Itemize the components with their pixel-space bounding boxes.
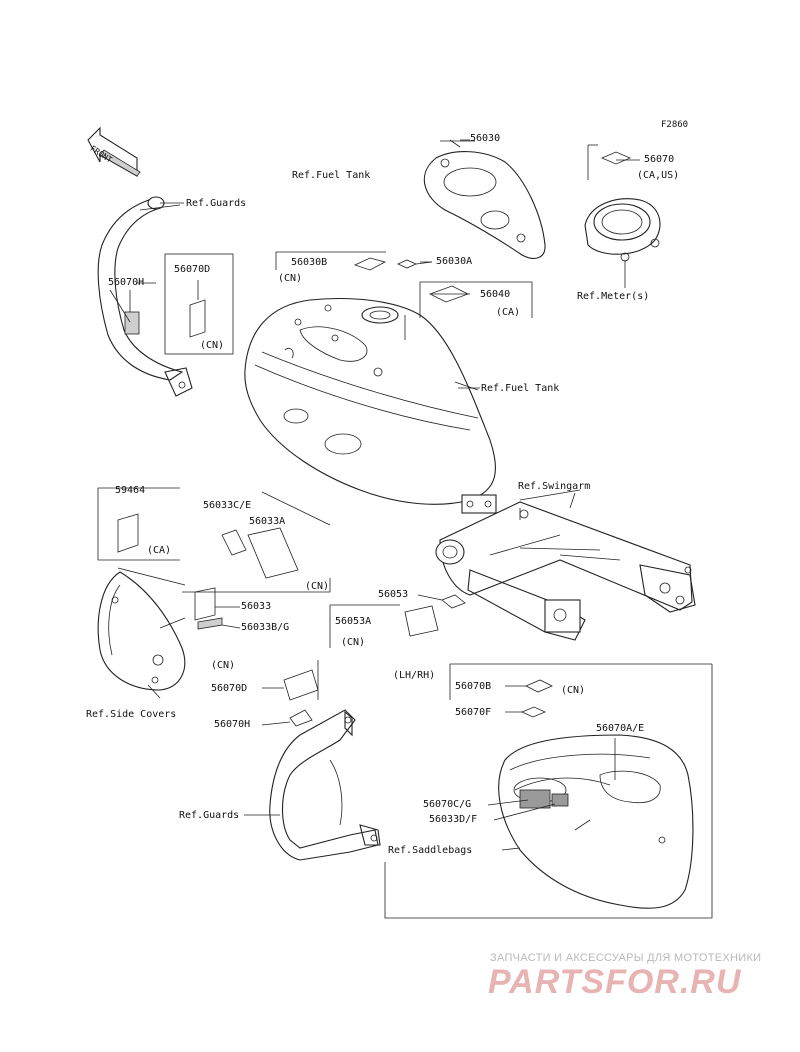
label-56070h-low: 56070H (214, 719, 251, 730)
label-56033bg: 56033B/G (241, 622, 290, 633)
label-ca-59464: (CA) (147, 545, 172, 556)
label-59464: 59464 (115, 485, 146, 496)
swingarm (435, 489, 696, 641)
fuel-tank (244, 298, 497, 514)
box-56070b (449, 663, 712, 700)
sticker-56070b (525, 679, 553, 693)
box-59464 (97, 487, 180, 561)
rear-guard (269, 709, 381, 861)
label-cn-56033a: (CN) (305, 581, 330, 592)
label-56070b: 56070B (455, 681, 492, 692)
label-ref-fuel-tank-top: Ref.Fuel Tank (292, 170, 371, 181)
box-56030b (275, 251, 386, 270)
sticker-56070d-low (283, 669, 319, 701)
label-lh-rh: (LH/RH) (393, 670, 436, 681)
label-ref-swingarm: Ref.Swingarm (518, 481, 591, 492)
label-56030b: 56030B (291, 257, 328, 268)
box-56040 (419, 281, 533, 318)
label-56070: 56070 (644, 154, 675, 165)
label-56070ae: 56070A/E (596, 723, 645, 734)
label-ref-meter: Ref.Meter(s) (577, 291, 650, 302)
sticker-56053 (441, 594, 466, 609)
figure-code: F2860 (661, 120, 689, 130)
sticker-56033a (247, 527, 299, 579)
tank-cover (423, 139, 546, 259)
label-56033ce: 56033C/E (203, 500, 252, 511)
label-ref-guards-low: Ref.Guards (179, 810, 240, 821)
sticker-56033bg (197, 617, 223, 630)
label-ref-fuel-tank-mid: Ref.Fuel Tank (481, 383, 560, 394)
label-ref-saddlebags: Ref.Saddlebags (388, 845, 473, 856)
box-56033a (182, 578, 331, 593)
watermark-subtitle: ЗАПЧАСТИ И АКСЕССУАРЫ ДЛЯ МОТОТЕХНИКИ (490, 952, 762, 964)
watermark-logo: PARTSFOR.RU (488, 963, 742, 1001)
saddlebag (498, 734, 694, 909)
label-56030: 56030 (470, 133, 501, 144)
label-56070-region: (CA,US) (637, 170, 680, 181)
label-ref-guards-top: Ref.Guards (186, 198, 247, 209)
label-56070cg: 56070C/G (423, 799, 472, 810)
sticker-56070f (520, 706, 547, 718)
label-56033df: 56033D/F (429, 814, 478, 825)
meter (584, 144, 661, 288)
front-guard-top (97, 196, 193, 397)
label-56030a: 56030A (436, 256, 473, 267)
label-56070d-top: 56070D (174, 264, 211, 275)
label-56033: 56033 (241, 601, 272, 612)
label-56070f: 56070F (455, 707, 492, 718)
sticker-56030b (353, 257, 387, 271)
sticker-56030a (397, 259, 417, 269)
label-56070d-low: 56070D (211, 683, 248, 694)
label-56053a: 56053A (335, 616, 372, 627)
label-56033a: 56033A (249, 516, 286, 527)
sticker-56033ce (221, 529, 247, 556)
label-56070h-top: 56070H (108, 277, 145, 288)
sticker-56070h-low (289, 709, 313, 727)
leader-lines (129, 139, 640, 851)
front-arrow (87, 126, 141, 177)
label-sticker-56070d (189, 299, 206, 338)
box-saddlebag (384, 664, 713, 919)
label-56053: 56053 (378, 589, 409, 600)
label-cn-56070d: (CN) (200, 340, 225, 351)
label-cn-56070b: (CN) (561, 685, 586, 696)
side-cover (97, 567, 186, 691)
box-56053a (329, 604, 400, 648)
sticker-59464 (117, 513, 139, 553)
sticker-56053a (404, 605, 439, 637)
label-cn-56030b: (CN) (278, 273, 303, 284)
box-56070d (164, 253, 234, 355)
label-ref-side-covers: Ref.Side Covers (86, 709, 177, 720)
label-56040: 56040 (480, 289, 511, 300)
label-cn-56053a: (CN) (341, 637, 366, 648)
sticker-56033 (194, 587, 216, 621)
label-cn-56070d-low: (CN) (211, 660, 236, 671)
label-ca-56040: (CA) (496, 307, 521, 318)
